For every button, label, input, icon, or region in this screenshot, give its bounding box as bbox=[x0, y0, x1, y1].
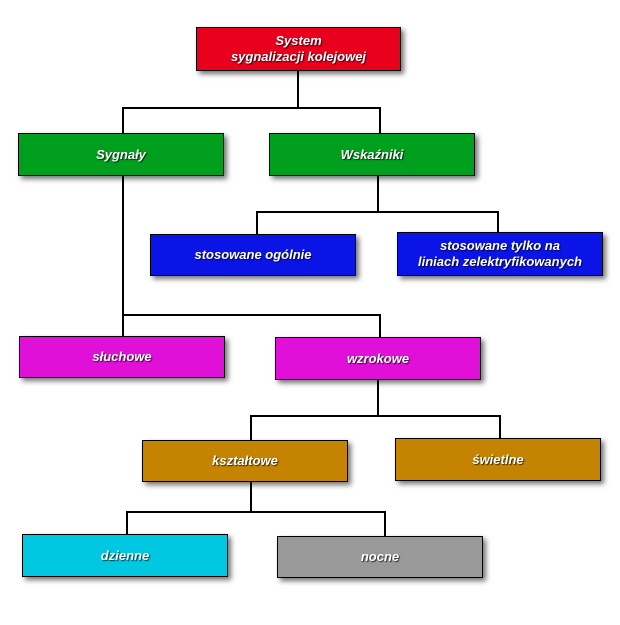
node-dzienne-label: dzienne bbox=[100, 547, 150, 563]
node-sygnaly-label: Sygnały bbox=[96, 146, 146, 162]
node-nocne-label: nocne bbox=[360, 549, 400, 564]
node-wzrokowe: wzrokowe bbox=[275, 337, 481, 380]
node-stosowane-zelektryfikowane-label: stosowane tylko na liniach zelektryfikow… bbox=[417, 238, 582, 269]
node-ksztaltowe: kształtowe bbox=[142, 440, 348, 482]
node-sluchowe-label: słuchowe bbox=[92, 349, 152, 364]
node-wskazniki: Wskaźniki bbox=[269, 133, 475, 176]
node-stosowane-ogolnie-label: stosowane ogólnie bbox=[194, 247, 312, 262]
node-stosowane-zelektryfikowane: stosowane tylko na liniach zelektryfikow… bbox=[397, 232, 603, 276]
node-root: System sygnalizacji kolejowej bbox=[196, 27, 401, 71]
node-sluchowe: słuchowe bbox=[19, 336, 225, 378]
node-root-label: System sygnalizacji kolejowej bbox=[230, 33, 367, 64]
node-dzienne: dzienne bbox=[22, 534, 228, 577]
node-stosowane-ogolnie: stosowane ogólnie bbox=[150, 234, 356, 276]
node-wskazniki-label: Wskaźniki bbox=[340, 146, 404, 162]
node-swietlne: świetlne bbox=[395, 438, 601, 481]
node-wzrokowe-label: wzrokowe bbox=[346, 350, 410, 366]
node-ksztaltowe-label: kształtowe bbox=[212, 453, 278, 468]
node-nocne: nocne bbox=[277, 536, 483, 578]
node-swietlne-label: świetlne bbox=[472, 451, 524, 467]
node-sygnaly: Sygnały bbox=[18, 133, 224, 176]
